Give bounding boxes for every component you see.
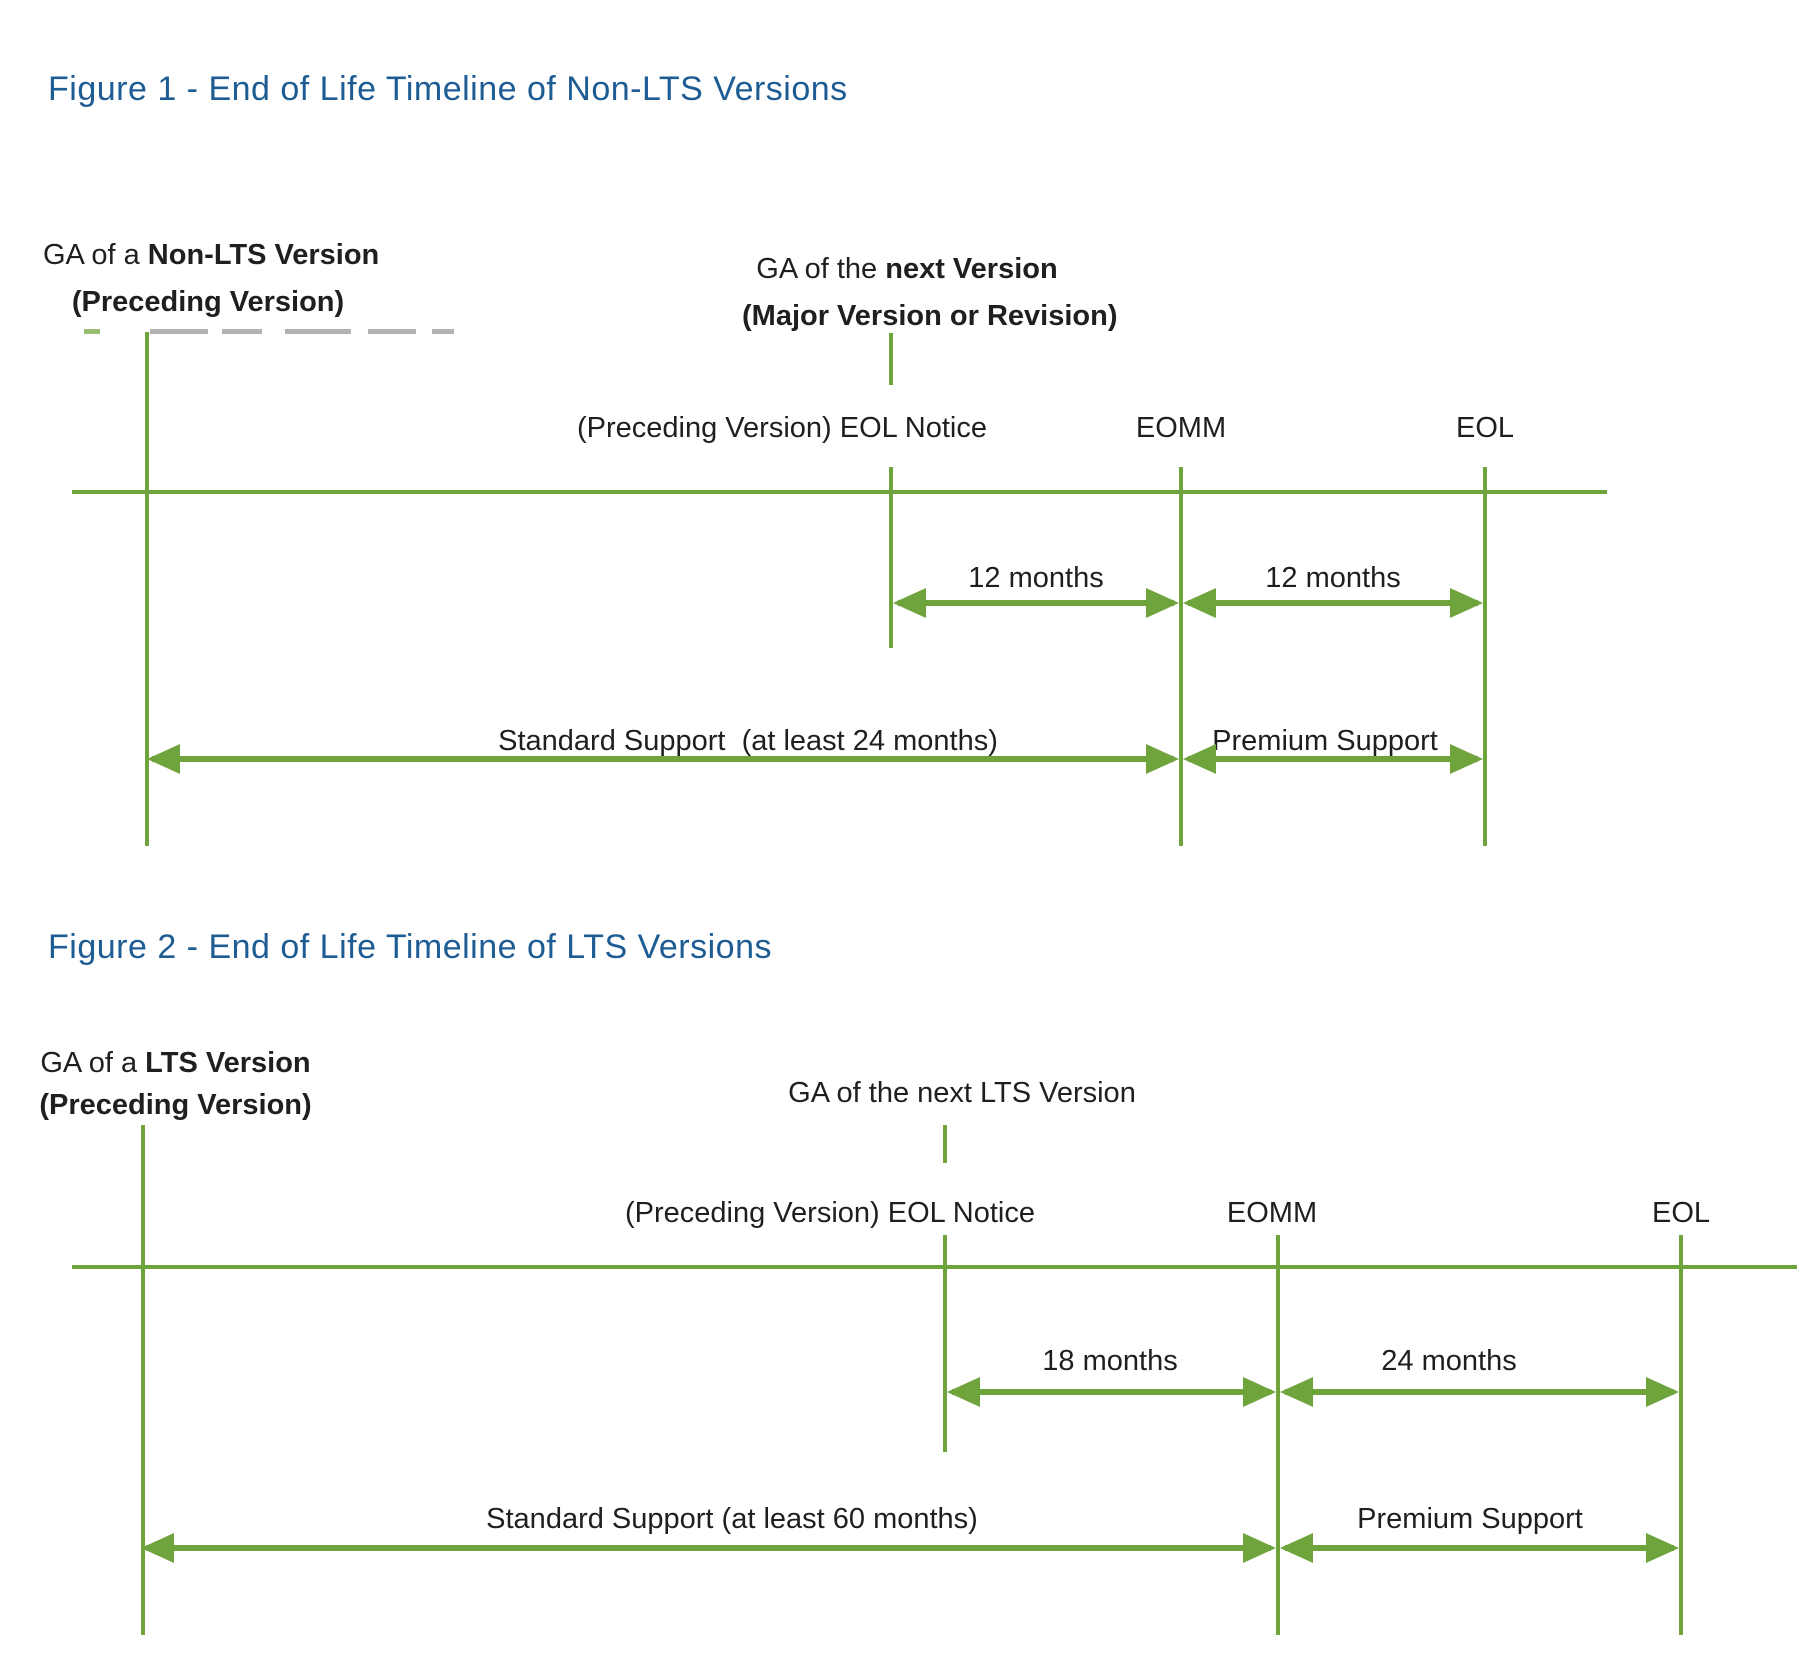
arrow-right-head — [1646, 1533, 1679, 1563]
arrow-left-head — [1183, 744, 1216, 774]
arrow-right-head — [1146, 588, 1179, 618]
cropped-text-artifact — [222, 329, 262, 334]
arrow-shaft — [1188, 756, 1478, 762]
figure1-eol-notice-label: (Preceding Version) EOL Notice — [577, 412, 987, 444]
figure2-ga-preceding-line1: GA of a LTS Version — [38, 1042, 313, 1084]
figure1-ga-preceding-bold: Non-LTS Version — [147, 239, 380, 271]
cropped-text-artifact — [285, 329, 351, 334]
figure2-title: Figure 2 - End of Life Timeline of LTS V… — [48, 928, 772, 966]
cropped-text-artifact — [368, 329, 416, 334]
arrow-shaft — [1188, 600, 1478, 606]
figure2-ga-preceding-label: GA of a LTS Version (Preceding Version) — [38, 1042, 313, 1126]
arrow-right-head — [1146, 744, 1179, 774]
figure1-ga-next-tick — [889, 333, 893, 385]
arrow-left-head — [147, 744, 180, 774]
figure1-ga-next-label: GA of the next Version (Major Version or… — [742, 246, 1118, 340]
arrow-shaft — [152, 756, 1174, 762]
figure1-ga-next-prefix: GA of the — [756, 253, 886, 285]
figure2-eol-notice-label: (Preceding Version) EOL Notice — [625, 1197, 1035, 1229]
figure1-span1-label: 12 months — [968, 562, 1104, 594]
figure2-eomm-label: EOMM — [1226, 1197, 1318, 1229]
figure1-eomm-label: EOMM — [1135, 412, 1227, 444]
figure2-timeline-axis — [72, 1265, 1797, 1269]
arrow-left-head — [947, 1377, 980, 1407]
figure1-ga-preceding-prefix: GA of a — [43, 239, 148, 271]
figure1-ga-preceding-line2: (Preceding Version) — [71, 286, 345, 318]
arrow-shaft — [1285, 1545, 1674, 1551]
figure1-ga-preceding-line1: GA of a Non-LTS Version — [43, 232, 379, 279]
figure1-eol-notice-vertical-line — [889, 467, 893, 648]
cropped-text-artifact — [84, 329, 100, 334]
arrow-left-head — [1280, 1533, 1313, 1563]
figure2-ga-vertical-line — [141, 1125, 145, 1635]
cropped-text-artifact — [150, 329, 208, 334]
figure1-ga-preceding-label: GA of a Non-LTS Version (Preceding Versi… — [43, 232, 379, 326]
figure2-eomm-vertical-line — [1276, 1235, 1280, 1635]
cropped-text-artifact — [432, 329, 454, 334]
arrow-shaft — [952, 1389, 1271, 1395]
arrow-shaft — [146, 1545, 1271, 1551]
arrow-left-head — [1280, 1377, 1313, 1407]
arrow-shaft — [898, 600, 1174, 606]
arrow-left-head — [1183, 588, 1216, 618]
figure1-ga-next-line2: (Major Version or Revision) — [742, 300, 1118, 332]
figure2-eol-label: EOL — [1651, 1197, 1711, 1229]
figure2-ga-next-tick — [943, 1125, 947, 1163]
figure2-span1-label: 18 months — [1042, 1345, 1178, 1377]
arrow-right-head — [1646, 1377, 1679, 1407]
figure1-premium-support-label: Premium Support — [1212, 725, 1438, 757]
figure1-span2-label: 12 months — [1265, 562, 1401, 594]
figure2-eol-vertical-line — [1679, 1235, 1683, 1635]
figure2-standard-support-label: Standard Support (at least 60 months) — [486, 1503, 978, 1535]
arrow-left-head — [141, 1533, 174, 1563]
arrow-left-head — [893, 588, 926, 618]
figure2-ga-preceding-prefix: GA of a — [40, 1047, 146, 1079]
figure2-eol-notice-vertical-line — [943, 1235, 947, 1452]
figure1-timeline-axis — [72, 490, 1607, 494]
figure1-standard-support-label: Standard Support (at least 24 months) — [498, 725, 998, 757]
figure1-title: Figure 1 - End of Life Timeline of Non-L… — [48, 70, 848, 108]
arrow-shaft — [1285, 1389, 1674, 1395]
figure1-ga-vertical-line — [145, 332, 149, 846]
figure2-ga-preceding-bold: LTS Version — [145, 1047, 311, 1079]
figure1-eol-vertical-line — [1483, 467, 1487, 846]
figure1-ga-next-bold: next Version — [885, 253, 1058, 285]
figure2-premium-support-label: Premium Support — [1357, 1503, 1583, 1535]
figure1-eomm-vertical-line — [1179, 467, 1183, 846]
arrow-right-head — [1243, 1377, 1276, 1407]
figure2-ga-preceding-line2: (Preceding Version) — [39, 1089, 312, 1121]
arrow-right-head — [1450, 744, 1483, 774]
figure1-eol-label: EOL — [1455, 412, 1515, 444]
figure1-ga-next-line1: GA of the next Version — [742, 246, 1072, 293]
figure2-span2-label: 24 months — [1381, 1345, 1517, 1377]
arrow-right-head — [1243, 1533, 1276, 1563]
arrow-right-head — [1450, 588, 1483, 618]
figure2-ga-next-label: GA of the next LTS Version — [788, 1077, 1136, 1109]
